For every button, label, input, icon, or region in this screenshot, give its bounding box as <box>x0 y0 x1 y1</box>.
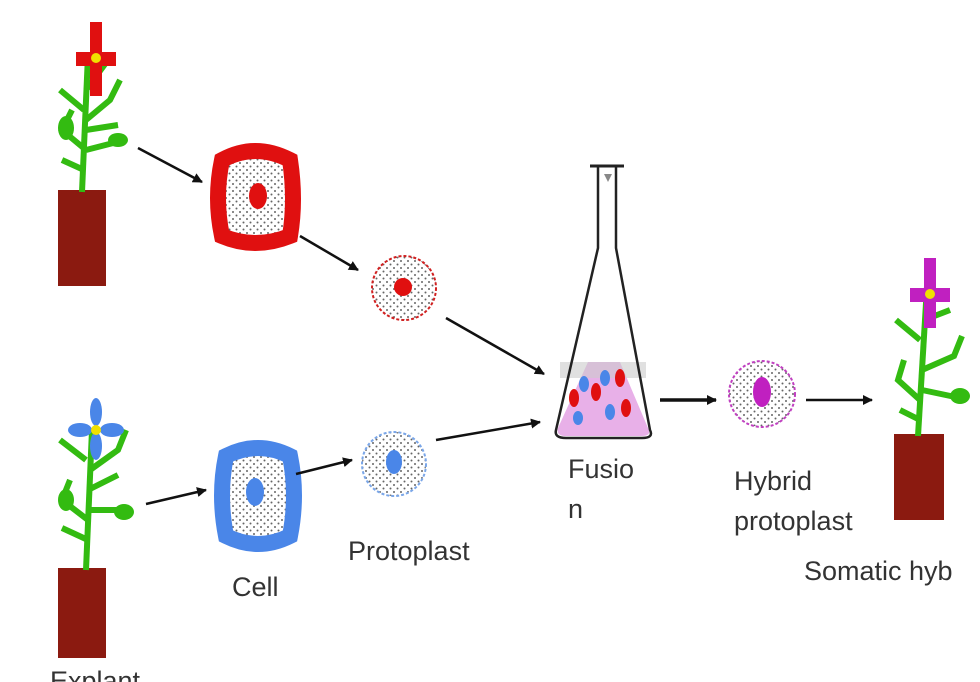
label-fusion-line1: Fusio <box>568 454 634 484</box>
label-hybrid-line1: Hybrid <box>734 466 812 496</box>
label-protoplast: Protoplast <box>348 536 470 566</box>
pot <box>58 568 106 658</box>
blue-flower <box>68 398 124 460</box>
red-cell <box>210 143 301 251</box>
label-cell: Cell <box>232 572 279 602</box>
arrow-blue-protoplast-to-flask <box>435 418 541 442</box>
hybrid-protoplast <box>728 360 796 428</box>
arrow-plant-to-red-cell <box>137 146 203 184</box>
arrow-plant-to-blue-cell <box>145 487 207 506</box>
pot <box>894 434 944 520</box>
red-flower <box>76 22 116 96</box>
pot <box>58 190 106 286</box>
arrow-red-cell-to-protoplast <box>299 234 359 272</box>
plant-blue-flower <box>58 398 134 658</box>
process-arrows <box>137 146 873 506</box>
fusion-flask <box>554 164 653 440</box>
plant-hybrid <box>894 258 970 520</box>
label-fusion-line2: n <box>568 494 583 524</box>
purple-flower <box>910 258 950 328</box>
label-explant: Explant <box>50 666 141 682</box>
label-hybrid-line2: protoplast <box>734 506 853 536</box>
blue-cell <box>214 440 302 552</box>
plant-red-flower <box>58 22 128 286</box>
blue-protoplast <box>361 431 427 497</box>
fused-protoplasts <box>569 369 631 425</box>
arrow-blue-cell-to-protoplast <box>295 457 353 476</box>
red-protoplast <box>371 255 437 321</box>
label-somatic-hybrid: Somatic hyb <box>804 556 953 586</box>
arrow-red-protoplast-to-flask <box>445 316 545 376</box>
